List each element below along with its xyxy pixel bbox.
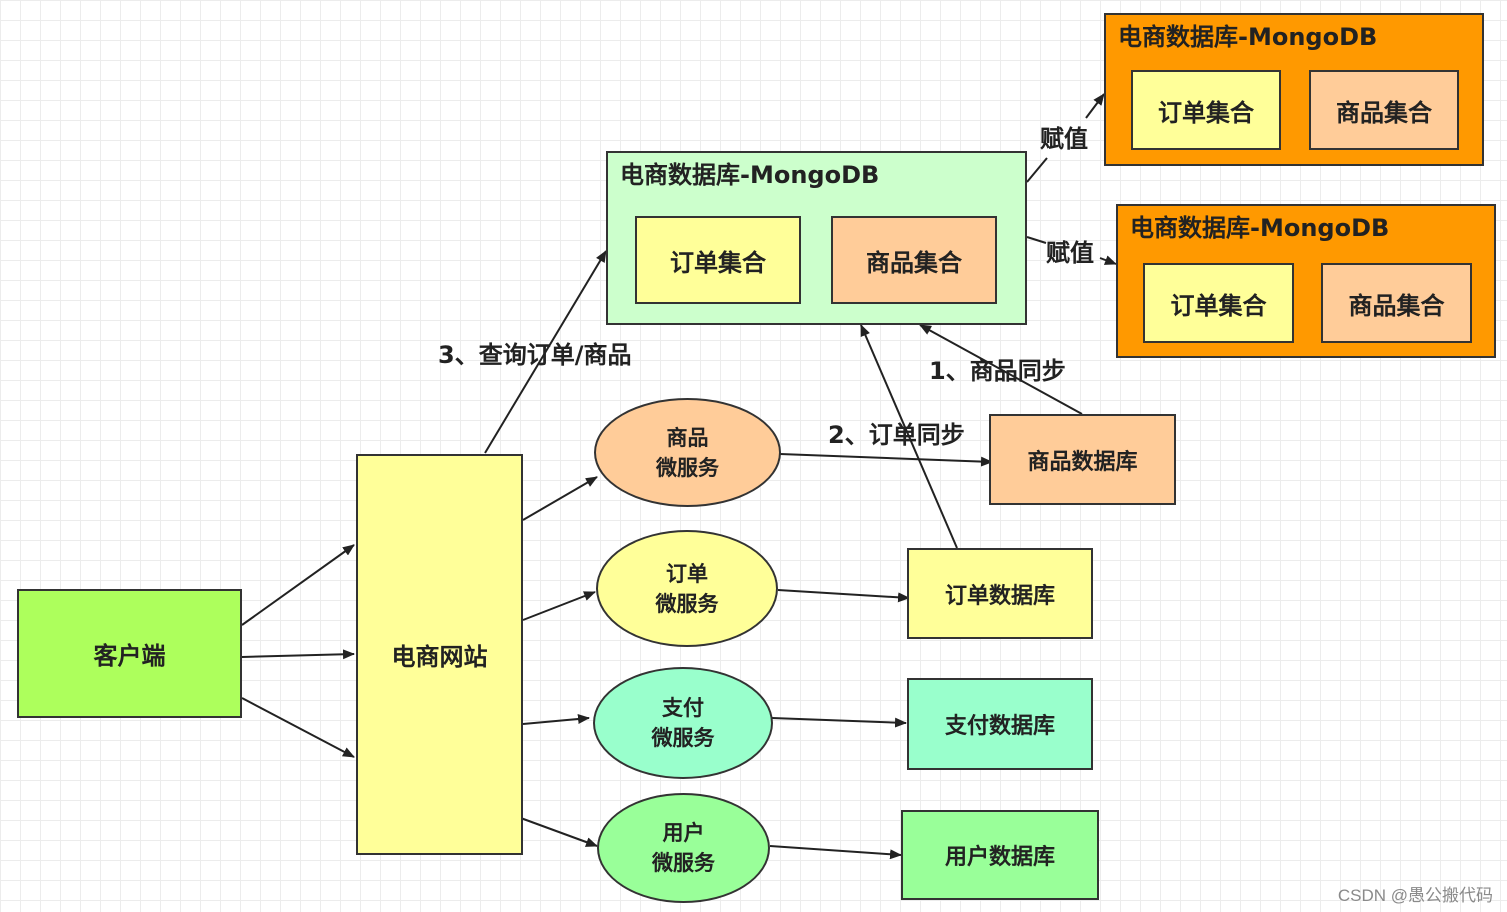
payment-service-line2: 微服务 bbox=[651, 726, 715, 750]
order-service-line1: 订单 bbox=[666, 561, 708, 586]
product-service-line1: 商品 bbox=[666, 425, 709, 450]
user-db-label: 用户数据库 bbox=[944, 845, 1055, 870]
edge-label-order-sync: 2、订单同步 bbox=[828, 421, 965, 449]
mongo-replica-2-product-collection-label: 商品集合 bbox=[1348, 291, 1445, 320]
order-service-line2: 微服务 bbox=[655, 591, 719, 616]
payment-service-node: 支付 微服务 bbox=[593, 667, 773, 779]
product-service-node: 商品 微服务 bbox=[594, 398, 781, 507]
mongo-replica-1-order-collection: 订单集合 bbox=[1131, 70, 1281, 150]
arrow-order-service-db bbox=[777, 589, 910, 603]
mongo-main-order-collection-label: 订单集合 bbox=[670, 248, 766, 277]
payment-db-label: 支付数据库 bbox=[944, 714, 1055, 739]
mongo-main-container: 电商数据库-MongoDB 订单集合 商品集合 bbox=[606, 151, 1027, 325]
payment-db-node: 支付数据库 bbox=[907, 678, 1093, 770]
arrow-user-service-db bbox=[769, 845, 902, 860]
edge-label-query: 3、查询订单/商品 bbox=[438, 341, 632, 369]
mongo-replica-2-order-collection: 订单集合 bbox=[1143, 263, 1294, 343]
mongo-replica-1-order-collection-label: 订单集合 bbox=[1158, 98, 1254, 127]
order-db-label: 订单数据库 bbox=[944, 583, 1055, 609]
mongo-replica-2-title: 电商数据库-MongoDB bbox=[1130, 214, 1390, 242]
watermark: CSDN @愚公搬代码 bbox=[1337, 886, 1493, 905]
arrow-client-website-middle bbox=[241, 649, 355, 660]
website-label: 电商网站 bbox=[391, 643, 488, 671]
arrow-client-website-top bbox=[241, 544, 355, 626]
arrow-website-order-service bbox=[522, 591, 596, 621]
arrow-website-product-service bbox=[522, 476, 598, 521]
mongo-replica-2-container: 电商数据库-MongoDB 订单集合 商品集合 bbox=[1116, 204, 1496, 358]
user-service-node: 用户 微服务 bbox=[597, 793, 770, 903]
connector-assign-2-start bbox=[1026, 236, 1047, 244]
order-service-node: 订单 微服务 bbox=[596, 530, 778, 647]
mongo-main-product-collection-label: 商品集合 bbox=[866, 248, 962, 277]
edge-label-product-sync: 1、商品同步 bbox=[929, 357, 1066, 385]
product-service-line2: 微服务 bbox=[656, 455, 719, 480]
mongo-replica-2-order-collection-label: 订单集合 bbox=[1170, 291, 1267, 320]
arrow-payment-service-db bbox=[771, 717, 907, 728]
payment-service-line1: 支付 bbox=[662, 696, 704, 720]
user-db-node: 用户数据库 bbox=[901, 810, 1099, 900]
arrow-website-payment-service bbox=[522, 714, 590, 725]
product-db-node: 商品数据库 bbox=[989, 414, 1176, 505]
mongo-replica-1-product-collection-label: 商品集合 bbox=[1336, 98, 1432, 127]
arrow-order-sync bbox=[860, 324, 958, 549]
arrow-assign-2 bbox=[1099, 255, 1117, 265]
user-service-line2: 微服务 bbox=[652, 851, 715, 875]
mongo-main-title: 电商数据库-MongoDB bbox=[620, 161, 880, 189]
order-db-node: 订单数据库 bbox=[907, 548, 1093, 639]
arrow-query-mongo bbox=[484, 250, 607, 454]
mongo-replica-1-product-collection: 商品集合 bbox=[1309, 70, 1459, 150]
client-label: 客户端 bbox=[93, 642, 166, 670]
connector-assign-1-start bbox=[1026, 157, 1048, 183]
user-service-line1: 用户 bbox=[662, 821, 705, 845]
arrow-product-sync bbox=[919, 324, 1083, 415]
mongo-replica-2-product-collection: 商品集合 bbox=[1321, 263, 1472, 343]
edge-label-assign-2: 赋值 bbox=[1046, 239, 1094, 267]
mongo-replica-1-container: 电商数据库-MongoDB 订单集合 商品集合 bbox=[1104, 13, 1484, 166]
arrow-client-website-bottom bbox=[241, 697, 355, 758]
client-node: 客户端 bbox=[17, 589, 242, 718]
mongo-replica-1-title: 电商数据库-MongoDB bbox=[1118, 23, 1378, 51]
arrow-product-service-db bbox=[779, 453, 993, 467]
website-node: 电商网站 bbox=[356, 454, 523, 855]
mongo-main-product-collection: 商品集合 bbox=[831, 216, 997, 304]
mongo-main-order-collection: 订单集合 bbox=[635, 216, 801, 304]
edge-label-assign-1: 赋值 bbox=[1040, 125, 1088, 153]
product-db-label: 商品数据库 bbox=[1027, 449, 1138, 475]
arrow-assign-1 bbox=[1085, 93, 1105, 119]
arrow-website-user-service bbox=[517, 816, 598, 847]
